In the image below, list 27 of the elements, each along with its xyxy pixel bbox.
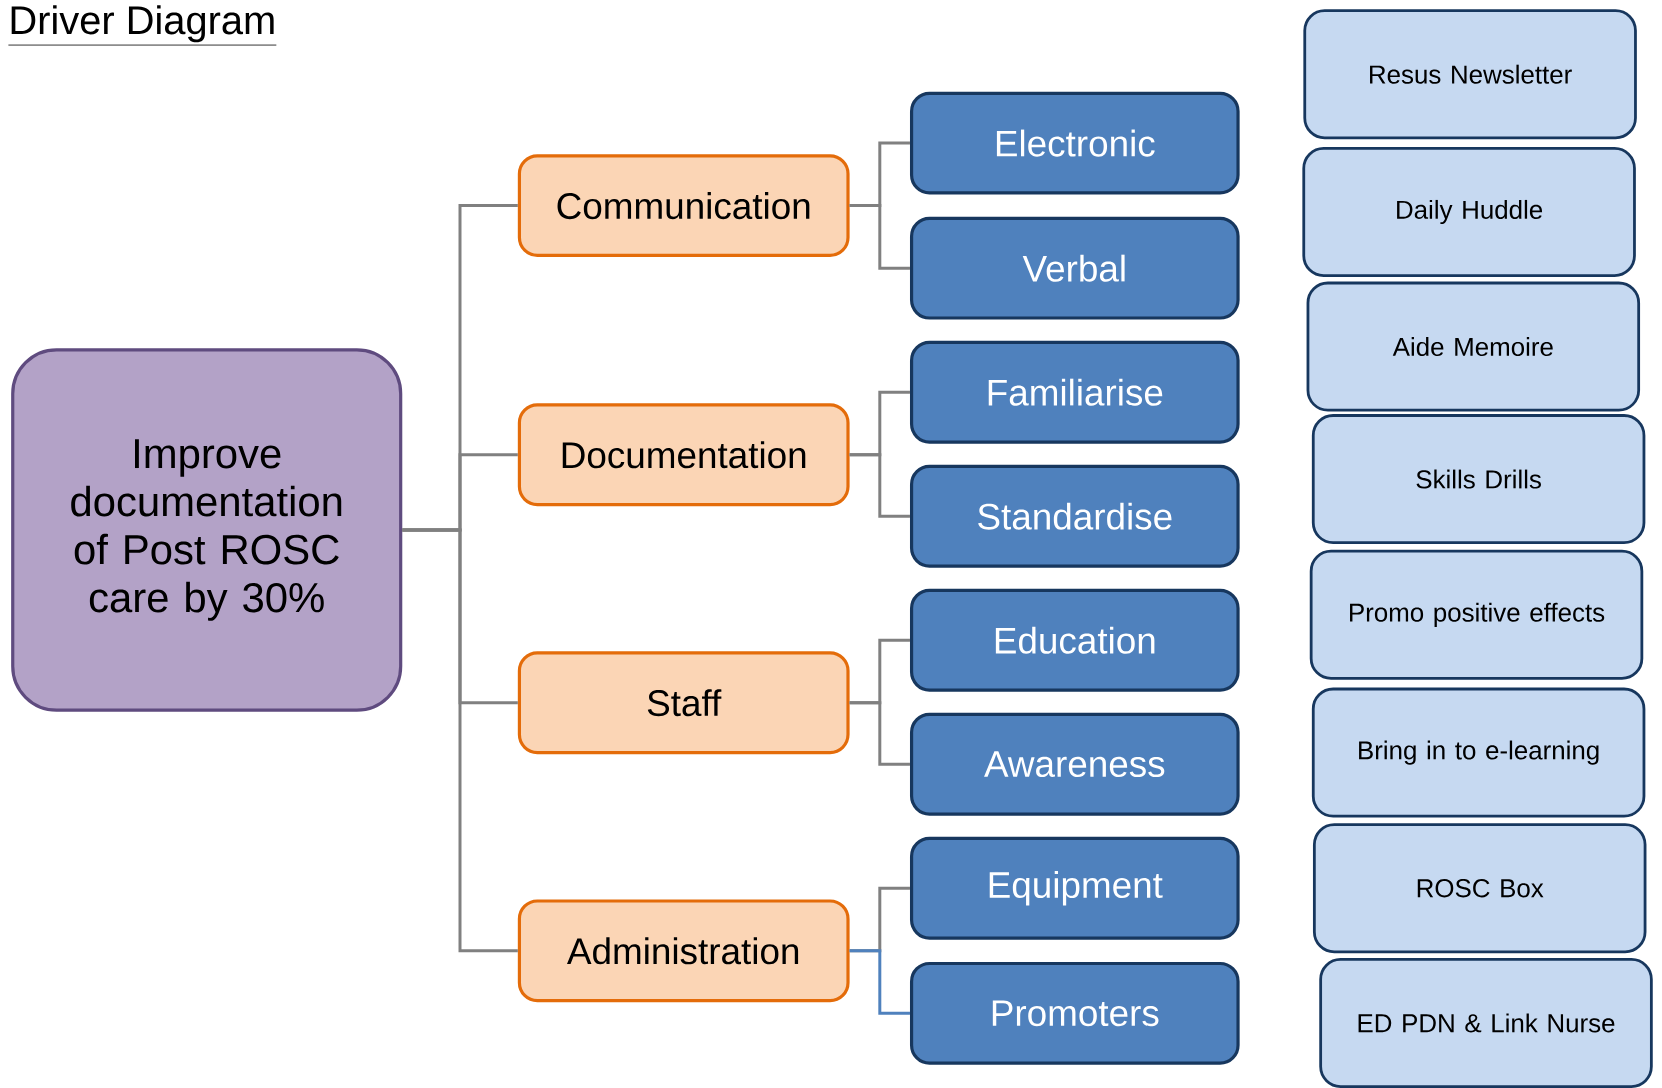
process-box: Improve documentation of Post ROSC care by 30% — [11, 348, 403, 712]
driver-box: Documentation — [517, 403, 850, 507]
driver-box: Equipment — [910, 836, 1240, 940]
driver-box: Standardise — [910, 464, 1240, 568]
idea-box: Promo positive effects — [1309, 549, 1644, 680]
idea-box: Resus Newsletter — [1303, 9, 1637, 140]
connector — [402, 528, 518, 953]
driver-box: Verbal — [910, 216, 1240, 320]
driver-box: Communication — [517, 154, 850, 258]
idea-box: Daily Huddle — [1302, 147, 1636, 277]
driver-box: Administration — [517, 899, 850, 1003]
driver-box: Education — [910, 588, 1240, 692]
connector — [849, 204, 910, 270]
idea-box: ED PDN & Link Nurse — [1319, 957, 1653, 1088]
driver-box: Awareness — [910, 712, 1240, 816]
title: Driver Diagram — [8, 5, 277, 46]
idea-box: ROSC Box — [1312, 823, 1647, 954]
idea-box: Bring in to e-learning — [1311, 687, 1646, 818]
driver-box: Electronic — [910, 91, 1240, 195]
driver-box: Staff — [517, 651, 850, 755]
driver-box: Familiarise — [910, 340, 1240, 444]
connector — [849, 949, 910, 1015]
connector — [849, 701, 910, 766]
connector — [849, 453, 910, 518]
driver-box: Promoters — [910, 961, 1240, 1065]
idea-box: Aide Memoire — [1306, 281, 1641, 412]
idea-box: Skills Drills — [1311, 414, 1646, 545]
